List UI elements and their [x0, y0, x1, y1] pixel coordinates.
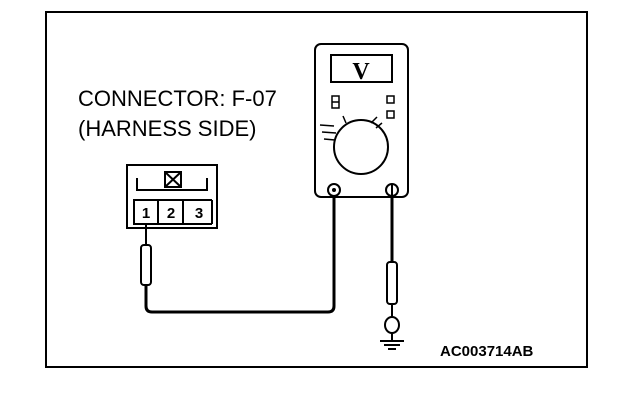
test-lead-com [144, 193, 336, 314]
connector-side-label: (HARNESS SIDE) [78, 116, 257, 141]
voltmeter-icon [314, 43, 409, 198]
pin-label: 1 [142, 205, 150, 222]
pin-label: 2 [167, 205, 175, 222]
meter-display-symbol: V [352, 59, 370, 85]
figure-code: AC003714AB [440, 343, 534, 360]
diagram-frame [45, 11, 588, 368]
pin-label: 3 [195, 205, 203, 222]
test-probe-icon [384, 261, 400, 334]
connector-title: CONNECTOR: F-07 [78, 86, 277, 111]
ground-icon [380, 333, 404, 350]
test-probe-icon [140, 224, 152, 286]
